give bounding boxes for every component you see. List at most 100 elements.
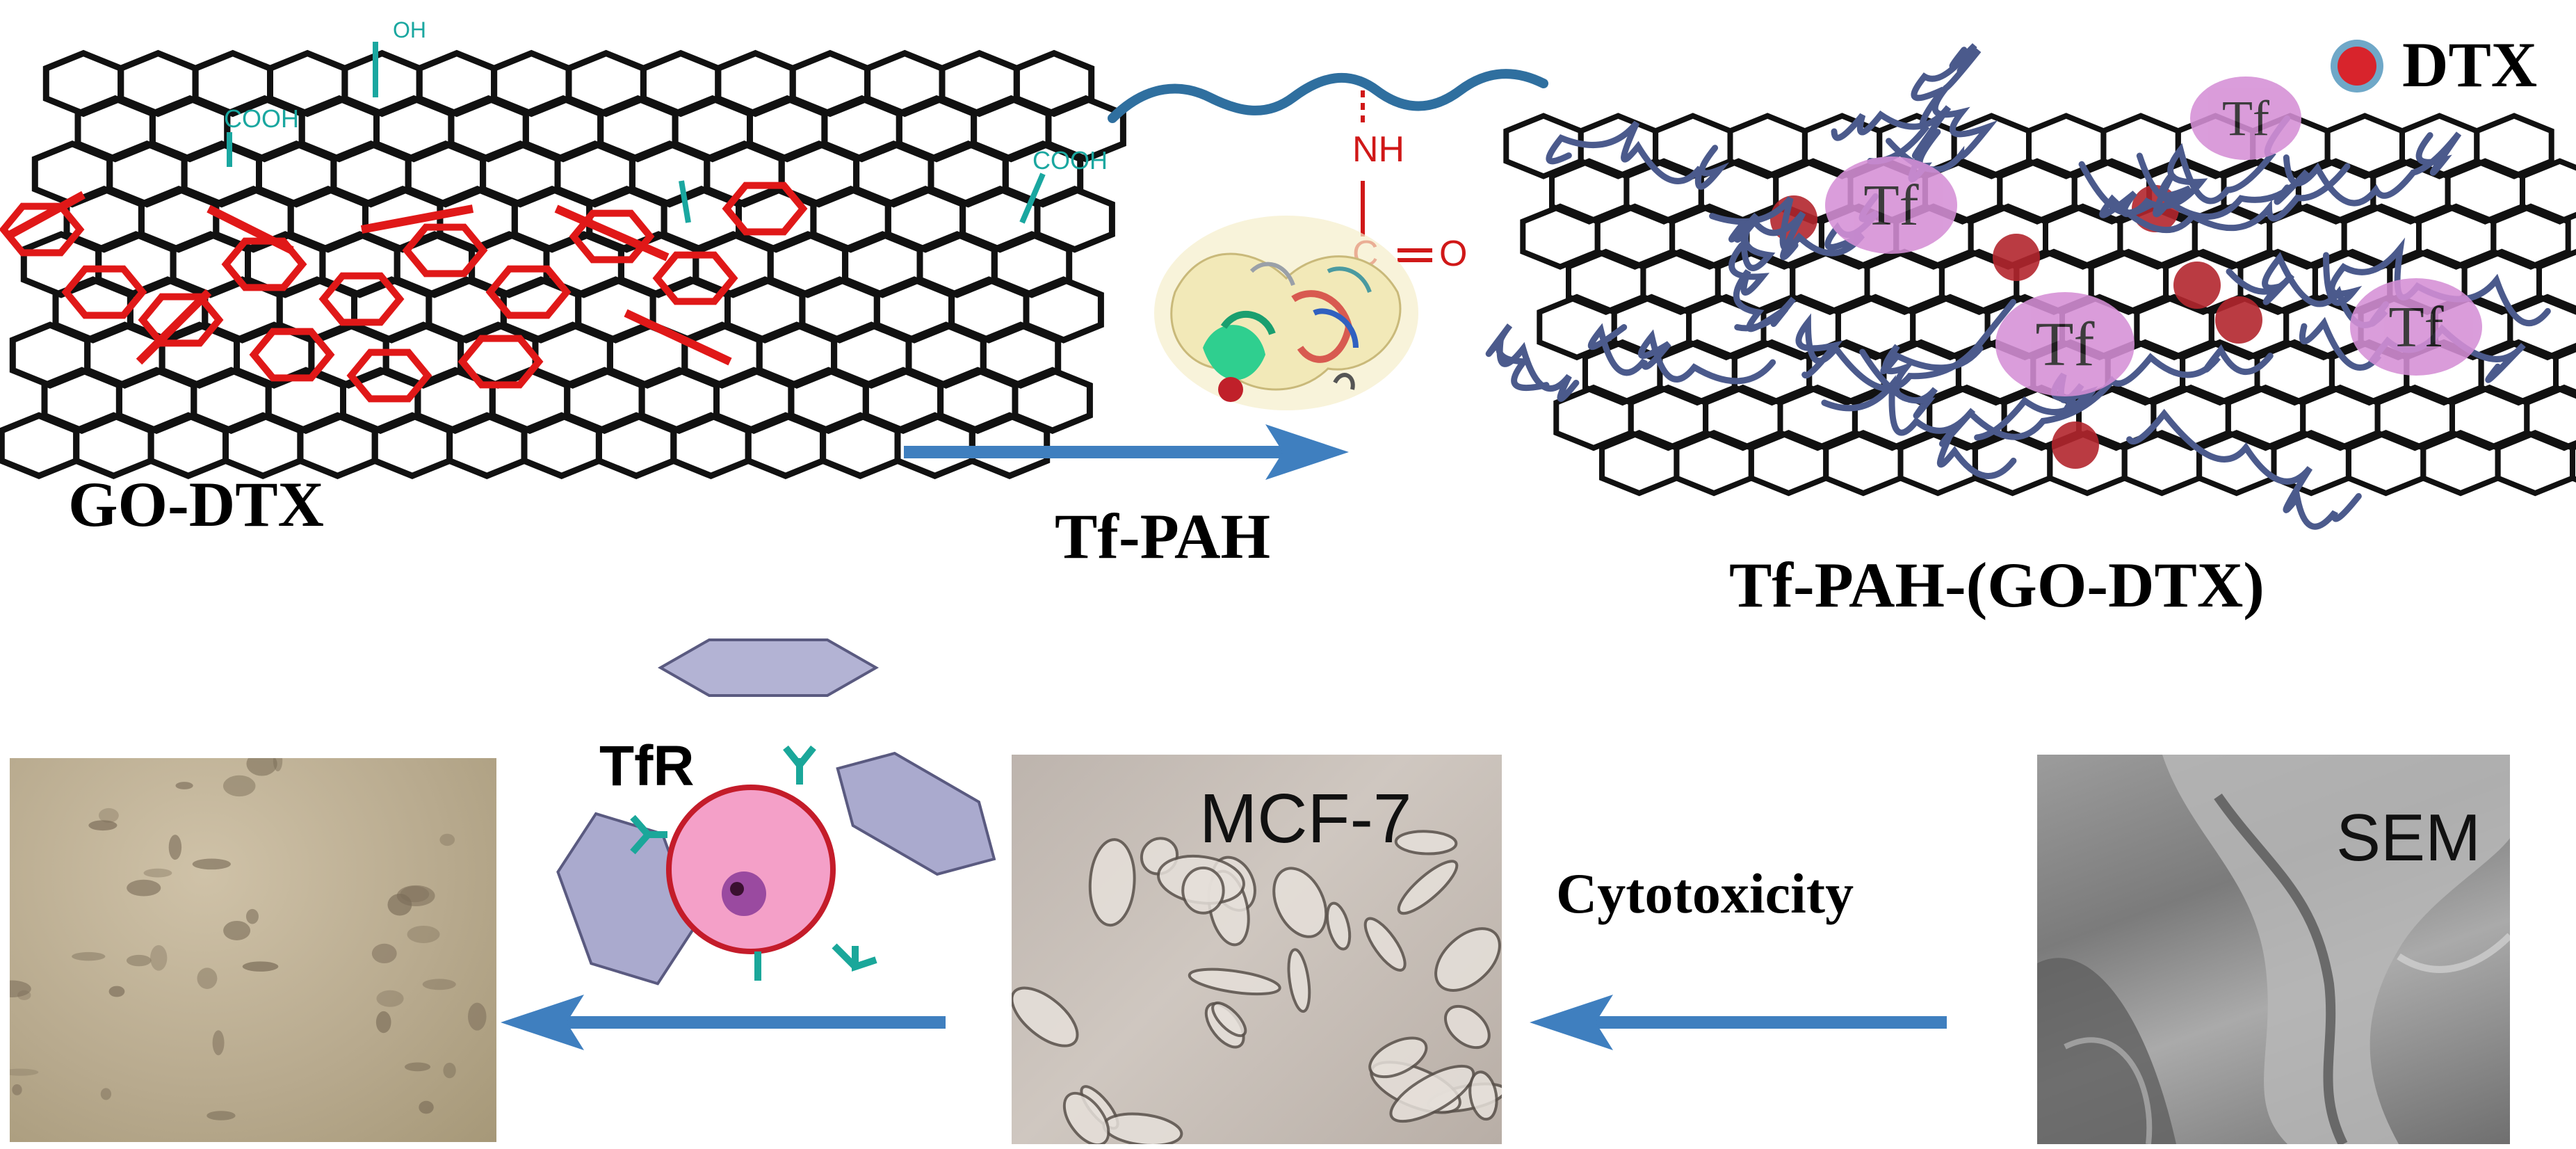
transferrin-ellipse: Tf (2350, 278, 2482, 376)
graphene-ring (450, 415, 524, 476)
cell-debris-spot (72, 952, 105, 961)
graphene-ring (1, 415, 76, 476)
cancer-cell-diagram (528, 626, 1029, 1015)
cell-debris-spot (109, 986, 125, 997)
sem-label: SEM (2336, 800, 2481, 876)
go-dtx-label: GO-DTX (68, 467, 324, 541)
cell-debris-spot (439, 834, 455, 846)
graphene-ring (2498, 433, 2573, 493)
cell-debris-spot (88, 820, 117, 830)
cooh-label-top: COOH (224, 104, 299, 134)
graphene-ring (674, 415, 748, 476)
dtx-molecule-ring (462, 339, 539, 385)
cell-debris-spot (10, 1068, 38, 1075)
nanocomplex-right (817, 732, 1015, 895)
cell-debris-spot (376, 990, 403, 1007)
mcf7-cell (1466, 1070, 1500, 1121)
mcf7-cell (1263, 860, 1336, 945)
tf-pah-label: Tf-PAH (1055, 499, 1270, 573)
cell-debris-spot (246, 909, 259, 924)
graphene-ring (2423, 433, 2497, 493)
cell-debris-spot (144, 869, 172, 878)
graphene-ring (2349, 433, 2423, 493)
cell-debris-spot (150, 945, 167, 971)
graphene-ring (1751, 433, 1826, 493)
cell-debris-spot (372, 944, 397, 963)
graphene-ring (1602, 433, 1676, 493)
dtx-particle (2173, 262, 2221, 309)
cell-debris-spot (12, 1084, 22, 1095)
graphene-ring (599, 415, 673, 476)
tf-pah-go-dtx-nanocomplex (1474, 28, 2559, 529)
cell-debris-spot (127, 880, 161, 897)
cell-debris-spot (223, 921, 250, 940)
dtx-legend-dot (2326, 35, 2388, 97)
mcf7-label: MCF-7 (1199, 779, 1412, 859)
graphene-ring (375, 415, 449, 476)
cytotoxicity-label: Cytotoxicity (1556, 861, 1854, 926)
cell-debris-spot (193, 858, 231, 869)
transferrin-ellipse: Tf (1995, 292, 2134, 396)
cell-debris-spot (243, 961, 279, 972)
arrow-left-bottom-right (1530, 995, 1961, 1050)
cell-debris-spot (405, 1063, 430, 1072)
mcf7-cell (1012, 977, 1087, 1056)
cell-debris-spot (407, 926, 440, 943)
cell-debris-spot (127, 955, 152, 966)
cell-debris-spot (197, 967, 217, 989)
mcf7-cell (1188, 965, 1281, 999)
graphene-ring (35, 144, 109, 204)
graphene-ring (823, 415, 898, 476)
graphene-ring (2199, 433, 2274, 493)
cell-debris-spot (169, 835, 181, 860)
functional-group-bond (681, 181, 688, 223)
mcf7-cell (1286, 948, 1313, 1013)
cell-debris-spot (206, 1111, 235, 1120)
oh-label-top: OH (393, 17, 426, 43)
dtx-particle (2052, 421, 2099, 469)
tf-pah-go-dtx-label: Tf-PAH-(GO-DTX) (1729, 548, 2265, 622)
dtx-bond (626, 313, 730, 362)
mcf7-cell (1323, 901, 1354, 951)
cell-debris-spot (423, 979, 456, 990)
transferrin-protein-structure (1147, 209, 1425, 417)
cell-debris-spot (468, 1003, 487, 1031)
cell-debris-spot (223, 776, 256, 796)
treated-cells-micrograph (10, 758, 496, 1142)
cell-debris-spot (175, 782, 193, 789)
cell-debris-spot (376, 1011, 391, 1033)
tfr-label: TfR (599, 734, 695, 799)
transferrin-ellipse: Tf (2190, 77, 2301, 160)
pah-polymer-strand (1549, 122, 1719, 186)
graphene-ring (748, 415, 823, 476)
mcf7-cell (1183, 868, 1224, 913)
graphene-ring (46, 54, 120, 114)
cell-debris-spot (101, 1088, 111, 1100)
mcf7-cell (1424, 917, 1502, 1002)
graphene-ring (524, 415, 599, 476)
cell-nucleus (722, 871, 766, 916)
pah-polymer-strand (1489, 326, 1576, 399)
graphene-ring (1826, 433, 1900, 493)
graphene-ring (1676, 433, 1751, 493)
reaction-arrow-right (904, 424, 1349, 480)
cell-debris-spot (246, 758, 277, 776)
graphene-ring (13, 325, 87, 385)
cell-debris-spot (213, 1030, 225, 1055)
cell-debris-spot (443, 1063, 455, 1078)
dtx-molecule-ring (323, 276, 400, 323)
nanocomplex-top (661, 640, 876, 696)
dtx-particle (1993, 234, 2040, 281)
mcf7-cell (1102, 1110, 1183, 1144)
cooh-label-right: COOH (1032, 146, 1108, 175)
graphene-ring (24, 234, 98, 295)
pah-polymer-strand (1889, 50, 1988, 170)
mcf7-cell (1359, 913, 1411, 976)
cell-debris-spot (419, 1101, 433, 1114)
mcf7-cell (1438, 998, 1497, 1056)
dtx-legend-label: DTX (2402, 28, 2537, 102)
amide-o: O (1439, 233, 1467, 275)
dtx-particle (2215, 296, 2262, 344)
mcf7-cell (1087, 838, 1137, 926)
dtx-molecule-ring (254, 332, 330, 378)
